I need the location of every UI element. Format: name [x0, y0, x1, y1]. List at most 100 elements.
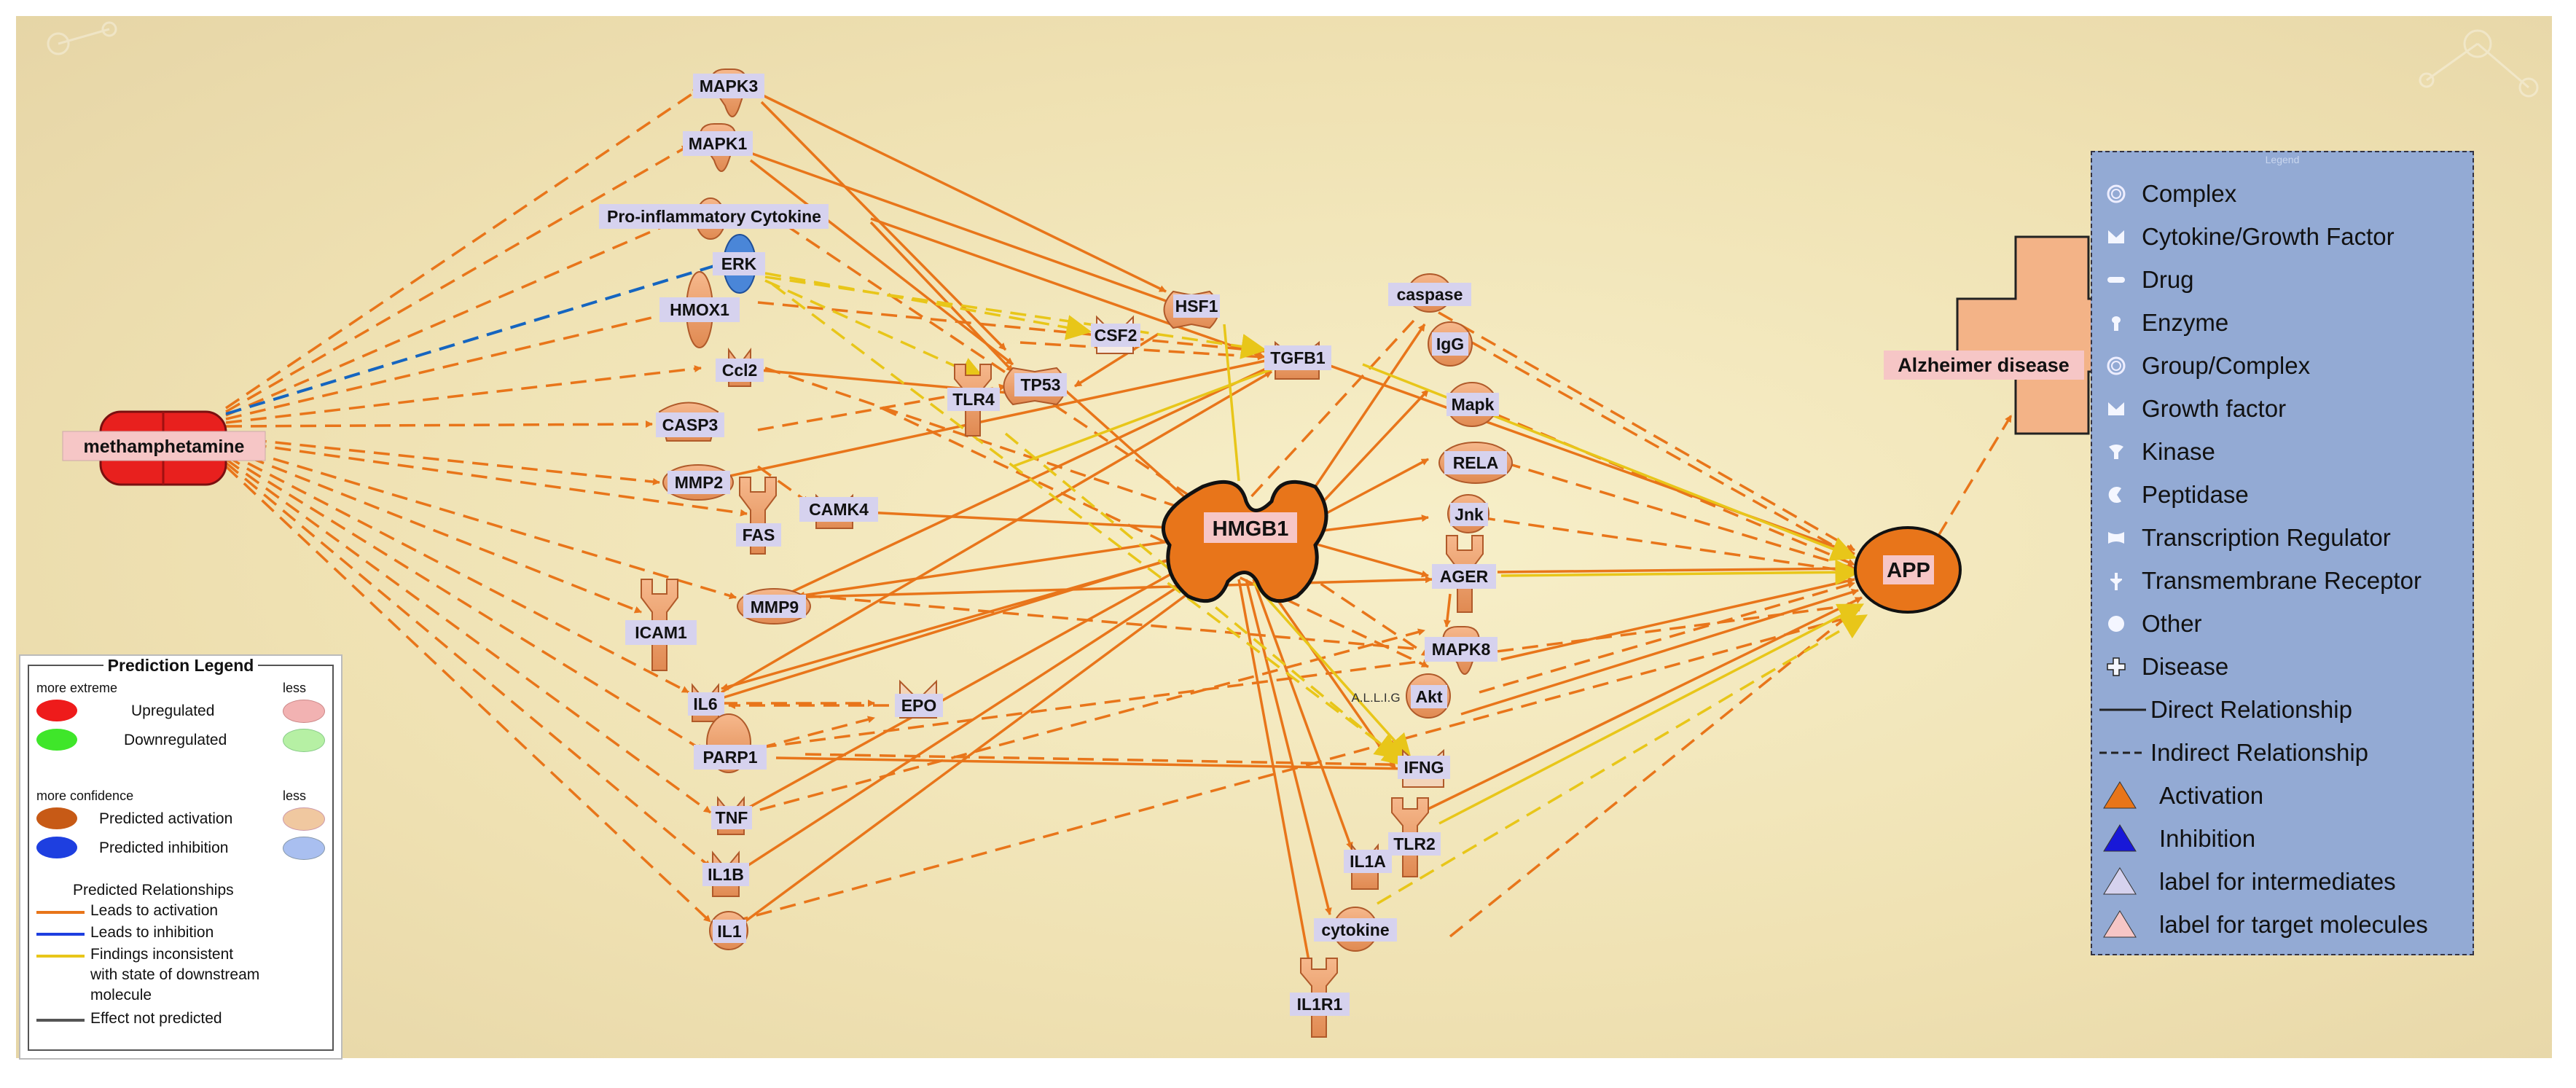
node-mapk3[interactable]: MAPK3: [693, 69, 764, 117]
edges-inconsistent: [764, 272, 1868, 905]
label-ager: AGER: [1440, 567, 1489, 586]
legend-row-receptor: Transmembrane Receptor: [2099, 563, 2464, 599]
node-mmp2[interactable]: MMP2: [662, 464, 734, 501]
node-epo[interactable]: EPO: [895, 679, 943, 719]
node-tnf[interactable]: TNF: [711, 796, 752, 835]
node-proinflammatory-cytokine[interactable]: Pro-inflammatory Cytokine: [599, 197, 829, 240]
intermediates-triangle-icon: [2103, 867, 2137, 895]
node-akt[interactable]: Akt A.L.L.I.G: [1351, 673, 1451, 719]
downregulated-less-swatch: [283, 729, 325, 752]
node-il1a[interactable]: IL1A: [1344, 843, 1392, 890]
legend-less-2: less: [283, 788, 307, 803]
legend-row-drug: Drug: [2099, 262, 2464, 298]
node-app[interactable]: APP: [1854, 526, 1962, 614]
type-legend-header: Legend: [2265, 154, 2300, 165]
label-mapk1: MAPK1: [689, 134, 748, 153]
downregulated-extreme-swatch: [36, 729, 77, 751]
node-ifng[interactable]: IFNG: [1398, 748, 1450, 788]
legend-row-inhibition: Inhibition: [2099, 821, 2464, 857]
node-methamphetamine[interactable]: methamphetamine: [62, 410, 266, 486]
label-mapk3: MAPK3: [700, 77, 759, 95]
indirect-line-icon: [2099, 751, 2146, 754]
legend-row-intermediates: label for intermediates: [2099, 864, 2464, 900]
node-il1[interactable]: IL1: [709, 911, 748, 950]
label-akt: Akt: [1415, 687, 1442, 706]
molecule-type-legend: Legend Complex Cytokine/Growth Factor Dr…: [2091, 151, 2474, 955]
edges-indirect-activation: [721, 210, 2013, 938]
node-alzheimer-disease[interactable]: Alzheimer disease: [1884, 235, 2148, 435]
legend-label-peptidase: Peptidase: [2142, 481, 2249, 508]
label-il1r1: IL1R1: [1297, 995, 1343, 1014]
node-camk4[interactable]: CAMK4: [799, 493, 878, 529]
legend-predicted-relationships: Predicted Relationships: [73, 882, 234, 899]
node-hmox1[interactable]: HMOX1: [659, 271, 740, 348]
edges-from-methamphetamine: [224, 87, 748, 923]
legend-label-indirect: Indirect Relationship: [2150, 739, 2368, 766]
legend-row-target: label for target molecules: [2099, 907, 2464, 943]
decorative-molecule-pattern: [47, 21, 2539, 98]
legend-label-enzyme: Enzyme: [2142, 309, 2229, 336]
legend-label-growth-factor: Growth factor: [2142, 395, 2287, 422]
label-il6: IL6: [693, 694, 717, 713]
node-mapk[interactable]: Mapk: [1446, 382, 1499, 427]
label-tp53: TP53: [1021, 375, 1061, 394]
activation-less-swatch: [283, 807, 325, 831]
growth-factor-icon: [2108, 402, 2124, 415]
node-icam1[interactable]: ICAM1: [625, 579, 697, 671]
label-mapk8: MAPK8: [1432, 640, 1491, 659]
label-icam1: ICAM1: [635, 623, 687, 642]
label-mmp9: MMP9: [751, 598, 799, 617]
node-rela[interactable]: RELA: [1438, 442, 1513, 484]
node-tlr4[interactable]: TLR4: [947, 364, 1000, 437]
legend-row-transcription: Transcription Regulator: [2099, 520, 2464, 556]
edges-direct-activation: [699, 93, 1863, 977]
other-icon: [2108, 616, 2124, 632]
node-tgfb1[interactable]: TGFB1: [1264, 340, 1331, 380]
node-fas[interactable]: FAS: [736, 477, 781, 555]
legend-more-confidence: more confidence: [36, 788, 134, 803]
akt-side-text: A.L.L.I.G: [1351, 691, 1400, 705]
node-jnk[interactable]: Jnk: [1447, 494, 1489, 533]
label-mmp2: MMP2: [675, 473, 723, 492]
node-mapk1[interactable]: MAPK1: [683, 123, 753, 172]
node-igg[interactable]: IgG: [1428, 321, 1473, 367]
label-parp1: PARP1: [703, 748, 758, 767]
legend-label-intermediates: label for intermediates: [2159, 868, 2396, 895]
node-il1b[interactable]: IL1B: [702, 850, 749, 897]
label-mapk: Mapk: [1452, 395, 1495, 414]
node-ccl2[interactable]: Ccl2: [716, 348, 764, 387]
node-erk[interactable]: ERK: [713, 234, 765, 294]
legend-downregulated: Downregulated: [124, 732, 227, 748]
activation-confident-swatch: [36, 807, 77, 829]
node-caspase[interactable]: caspase: [1388, 273, 1471, 313]
inhibition-confident-swatch: [36, 837, 77, 858]
legend-label-disease: Disease: [2142, 653, 2229, 680]
node-il6[interactable]: IL6: [688, 683, 724, 722]
node-casp3[interactable]: CASP3: [656, 402, 724, 442]
enzyme-icon: [2112, 316, 2121, 331]
kinase-icon: [2109, 445, 2123, 459]
upregulated-extreme-swatch: [36, 700, 77, 721]
node-cytokine[interactable]: cytokine: [1314, 907, 1397, 952]
node-ager[interactable]: AGER: [1432, 535, 1496, 613]
inhibition-line-swatch: [36, 933, 85, 936]
cytokine-icon: [2108, 230, 2124, 243]
node-mmp9[interactable]: MMP9: [737, 588, 811, 625]
node-parp1[interactable]: PARP1: [694, 713, 767, 773]
node-il1r1[interactable]: IL1R1: [1290, 958, 1350, 1038]
transcription-icon: [2108, 532, 2124, 544]
legend-label-drug: Drug: [2142, 266, 2194, 293]
legend-more-extreme: more extreme: [36, 681, 118, 695]
legend-row-growth-factor: Growth factor: [2099, 391, 2464, 427]
prediction-legend: Prediction Legend more extreme less Upre…: [19, 654, 342, 1060]
node-hsf1[interactable]: HSF1: [1163, 290, 1221, 329]
inconsistent-line-swatch: [36, 955, 85, 958]
node-csf2[interactable]: CSF2: [1091, 315, 1140, 354]
label-hmgb1: HMGB1: [1213, 517, 1289, 541]
node-mapk8[interactable]: MAPK8: [1425, 626, 1498, 675]
node-hmgb1[interactable]: HMGB1: [1161, 480, 1328, 603]
node-tlr2[interactable]: TLR2: [1388, 797, 1441, 877]
label-igg: IgG: [1436, 334, 1464, 353]
node-tp53[interactable]: TP53: [1003, 367, 1068, 406]
label-tlr4: TLR4: [952, 390, 995, 409]
